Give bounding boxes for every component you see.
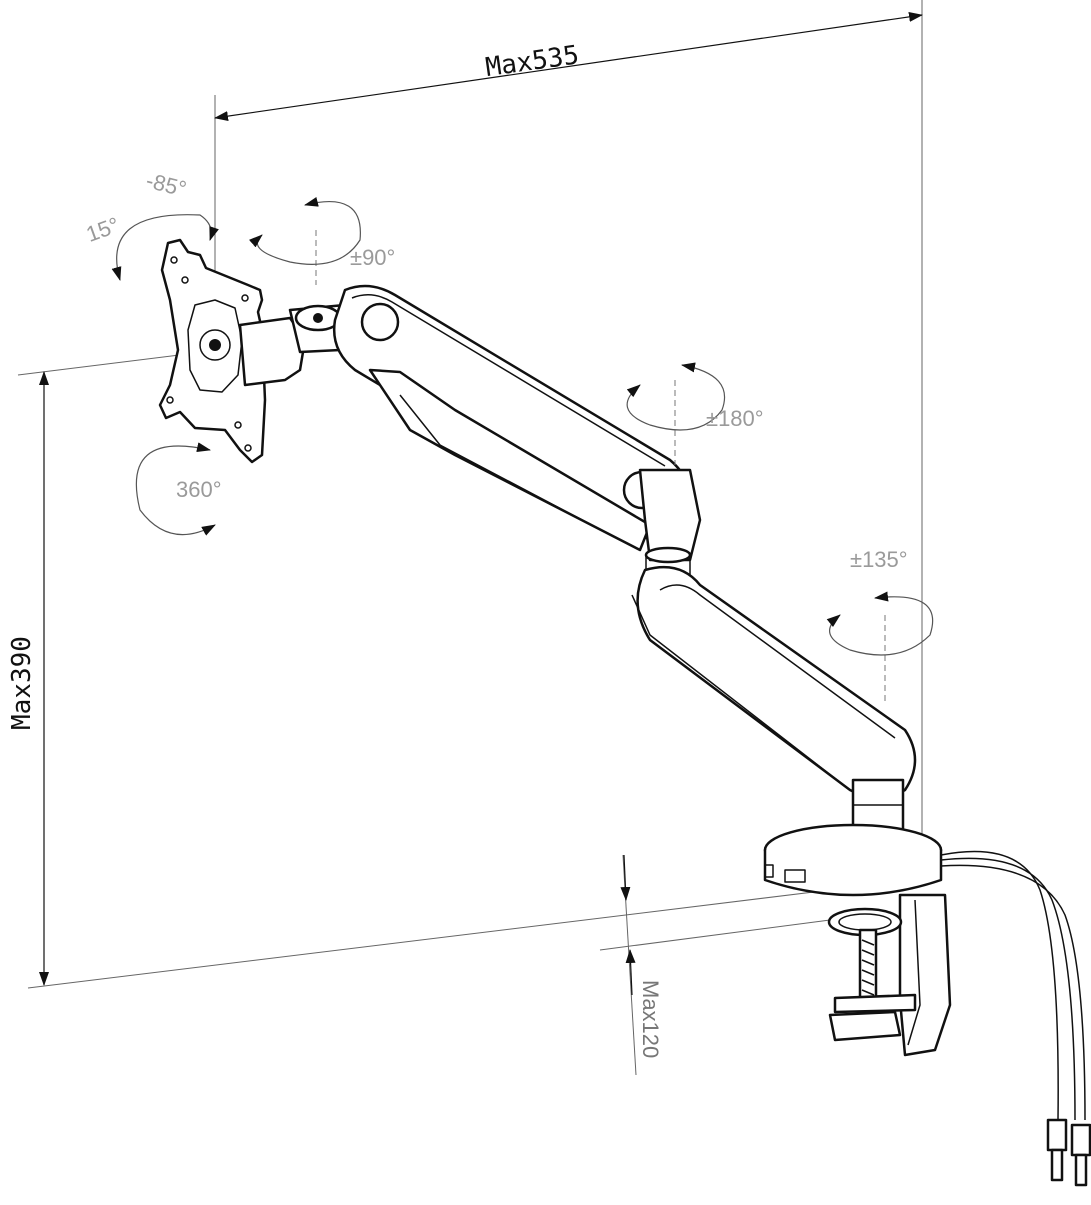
base-swivel-arc xyxy=(826,591,934,705)
elbow-joint xyxy=(638,468,702,587)
width-dimension-line xyxy=(214,11,923,122)
tilt-down-label: 15° xyxy=(83,212,123,247)
tilt-up-label: -85° xyxy=(144,168,189,202)
width-label: Max535 xyxy=(484,40,581,83)
middle-swivel-label: ±180° xyxy=(706,406,764,431)
clamp-label: Max120 xyxy=(638,980,663,1058)
height-extension-bottom xyxy=(27,889,831,989)
clamp-extension xyxy=(599,919,831,951)
vesa-plate xyxy=(158,238,267,464)
lower-arm xyxy=(631,565,917,799)
clamp-arrow-top xyxy=(620,854,631,901)
middle-swivel-arc xyxy=(626,362,726,465)
head-swivel-arc xyxy=(248,197,361,285)
base-assembly xyxy=(763,778,943,897)
rotate-label: 360° xyxy=(176,477,222,502)
rotate-arc xyxy=(135,442,216,536)
clamp-dimension: Max120 xyxy=(599,854,831,1076)
tilt-arc xyxy=(111,214,219,281)
head-swivel-label: ±90° xyxy=(350,245,395,270)
clamp-arrow-bottom xyxy=(625,949,636,996)
height-label: Max390 xyxy=(7,636,37,730)
base-swivel-label: ±135° xyxy=(850,547,908,572)
clamp xyxy=(827,893,952,1057)
cables xyxy=(940,850,1091,1187)
height-dimension: Max390 xyxy=(7,339,831,989)
